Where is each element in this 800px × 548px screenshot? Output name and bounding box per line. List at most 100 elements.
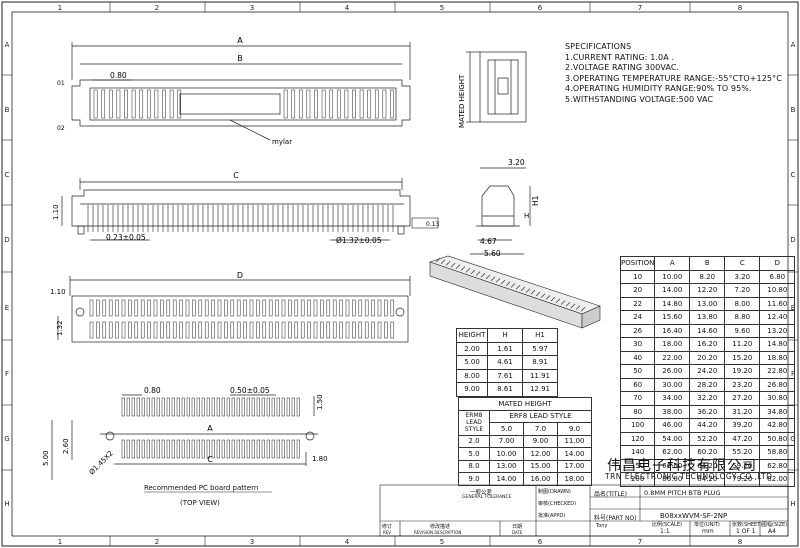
pad: [266, 439, 270, 459]
table-cell: 20.20: [689, 350, 726, 365]
pin: [230, 299, 235, 317]
pad: [281, 439, 285, 459]
table-cell: 8.91: [522, 355, 558, 370]
table-cell: 70: [619, 391, 656, 406]
tb-tol-title: 一般公差: [470, 490, 493, 496]
pin: [108, 299, 113, 317]
pad: [186, 397, 190, 417]
dim-260-label: 2.60: [62, 438, 70, 454]
dim-145-label: Ø1.45X2: [88, 449, 115, 476]
spec-item: 3.OPERATING TEMPERATURE RANGE:-55°CTO+12…: [565, 73, 782, 83]
table-cell: 15.60: [654, 310, 691, 325]
tb-scale-label: 比例(SCALE): [652, 522, 682, 528]
pin: [236, 321, 241, 339]
spec-item: 4.OPERATING HUMIDITY RANGE:90% TO 95%.: [565, 84, 752, 93]
col-label-b7: 7: [638, 538, 642, 546]
isometric-pins: [435, 257, 586, 312]
pin: [371, 299, 375, 317]
row-label-d: D: [4, 236, 9, 244]
bottom-view-connector: [57, 276, 411, 343]
pin: [147, 299, 151, 317]
pin: [217, 321, 222, 339]
pin: [450, 262, 456, 268]
table-cell: 82.00: [759, 472, 796, 487]
pad: [281, 397, 285, 417]
pin: [134, 321, 139, 339]
pin: [345, 321, 350, 339]
pin: [313, 299, 318, 317]
dim-320-label: 3.20: [508, 158, 525, 167]
pin: [198, 321, 203, 339]
tb-sheet-label: 张数(SHEET): [732, 522, 763, 528]
pin: [243, 321, 247, 339]
table-cell: 5.0: [458, 447, 490, 461]
pad: [156, 439, 160, 459]
pin: [500, 279, 506, 285]
row-label-c: C: [5, 171, 10, 179]
pad: [151, 397, 155, 417]
mated-height-label: MATED HEIGHT: [458, 74, 466, 128]
pin: [490, 276, 496, 281]
tb-size-value: A4: [768, 528, 776, 535]
dim-peg-label: Ø1.32±0.05: [336, 236, 382, 245]
table-cell: 22.80: [759, 364, 796, 379]
pad: [236, 439, 240, 459]
col-label-8: 8: [738, 4, 742, 12]
mylar-label: mylar: [272, 138, 292, 146]
dim-110-label: 1.10: [52, 204, 60, 220]
table-cell: 9.00: [523, 434, 558, 448]
pad: [256, 439, 260, 459]
pin: [455, 264, 461, 270]
dim-150-label: 1.50: [316, 394, 324, 410]
pin: [102, 299, 107, 317]
pin: [146, 89, 151, 119]
table-cell: 20: [619, 283, 656, 298]
table-cell: 58.80: [759, 445, 796, 460]
pad: [181, 397, 185, 417]
pin: [177, 89, 182, 119]
pin: [249, 321, 254, 339]
pad: [166, 439, 170, 459]
pin: [172, 321, 177, 339]
table-cell: 9.00: [456, 382, 488, 397]
row-label-e: E: [5, 304, 9, 312]
pad: [261, 439, 265, 459]
table-cell: 50.80: [759, 431, 796, 446]
table-cell: 52.20: [689, 431, 726, 446]
table-cell: 47.20: [724, 431, 761, 446]
pad: [161, 397, 165, 417]
table-cell: 14.60: [689, 323, 726, 338]
pin: [364, 299, 369, 317]
tb-rev-label: 修订: [382, 524, 393, 530]
table-cell: 150: [619, 458, 656, 473]
pad: [201, 439, 205, 459]
pin: [371, 321, 375, 339]
table-cell: 44.20: [689, 418, 726, 433]
table-cell: 13.00: [689, 296, 726, 311]
pos_table-header: B: [689, 256, 726, 271]
pin: [435, 257, 441, 263]
pin: [470, 269, 476, 275]
col-label-3: 3: [250, 4, 254, 12]
row-label-rh: H: [790, 500, 795, 508]
pin: [154, 89, 159, 119]
table-cell: 8.80: [724, 310, 761, 325]
table-cell: 120: [619, 431, 656, 446]
dim-180-label: 1.80: [312, 455, 328, 463]
pin: [445, 261, 451, 266]
pin: [298, 89, 303, 119]
table-cell: 31.20: [724, 404, 761, 419]
pin: [268, 321, 273, 339]
pin: [390, 321, 395, 339]
company-name-en: TRN ELECTRONIC TECHNOLOGY CO.,LTD: [605, 472, 773, 481]
pad: [181, 439, 185, 459]
